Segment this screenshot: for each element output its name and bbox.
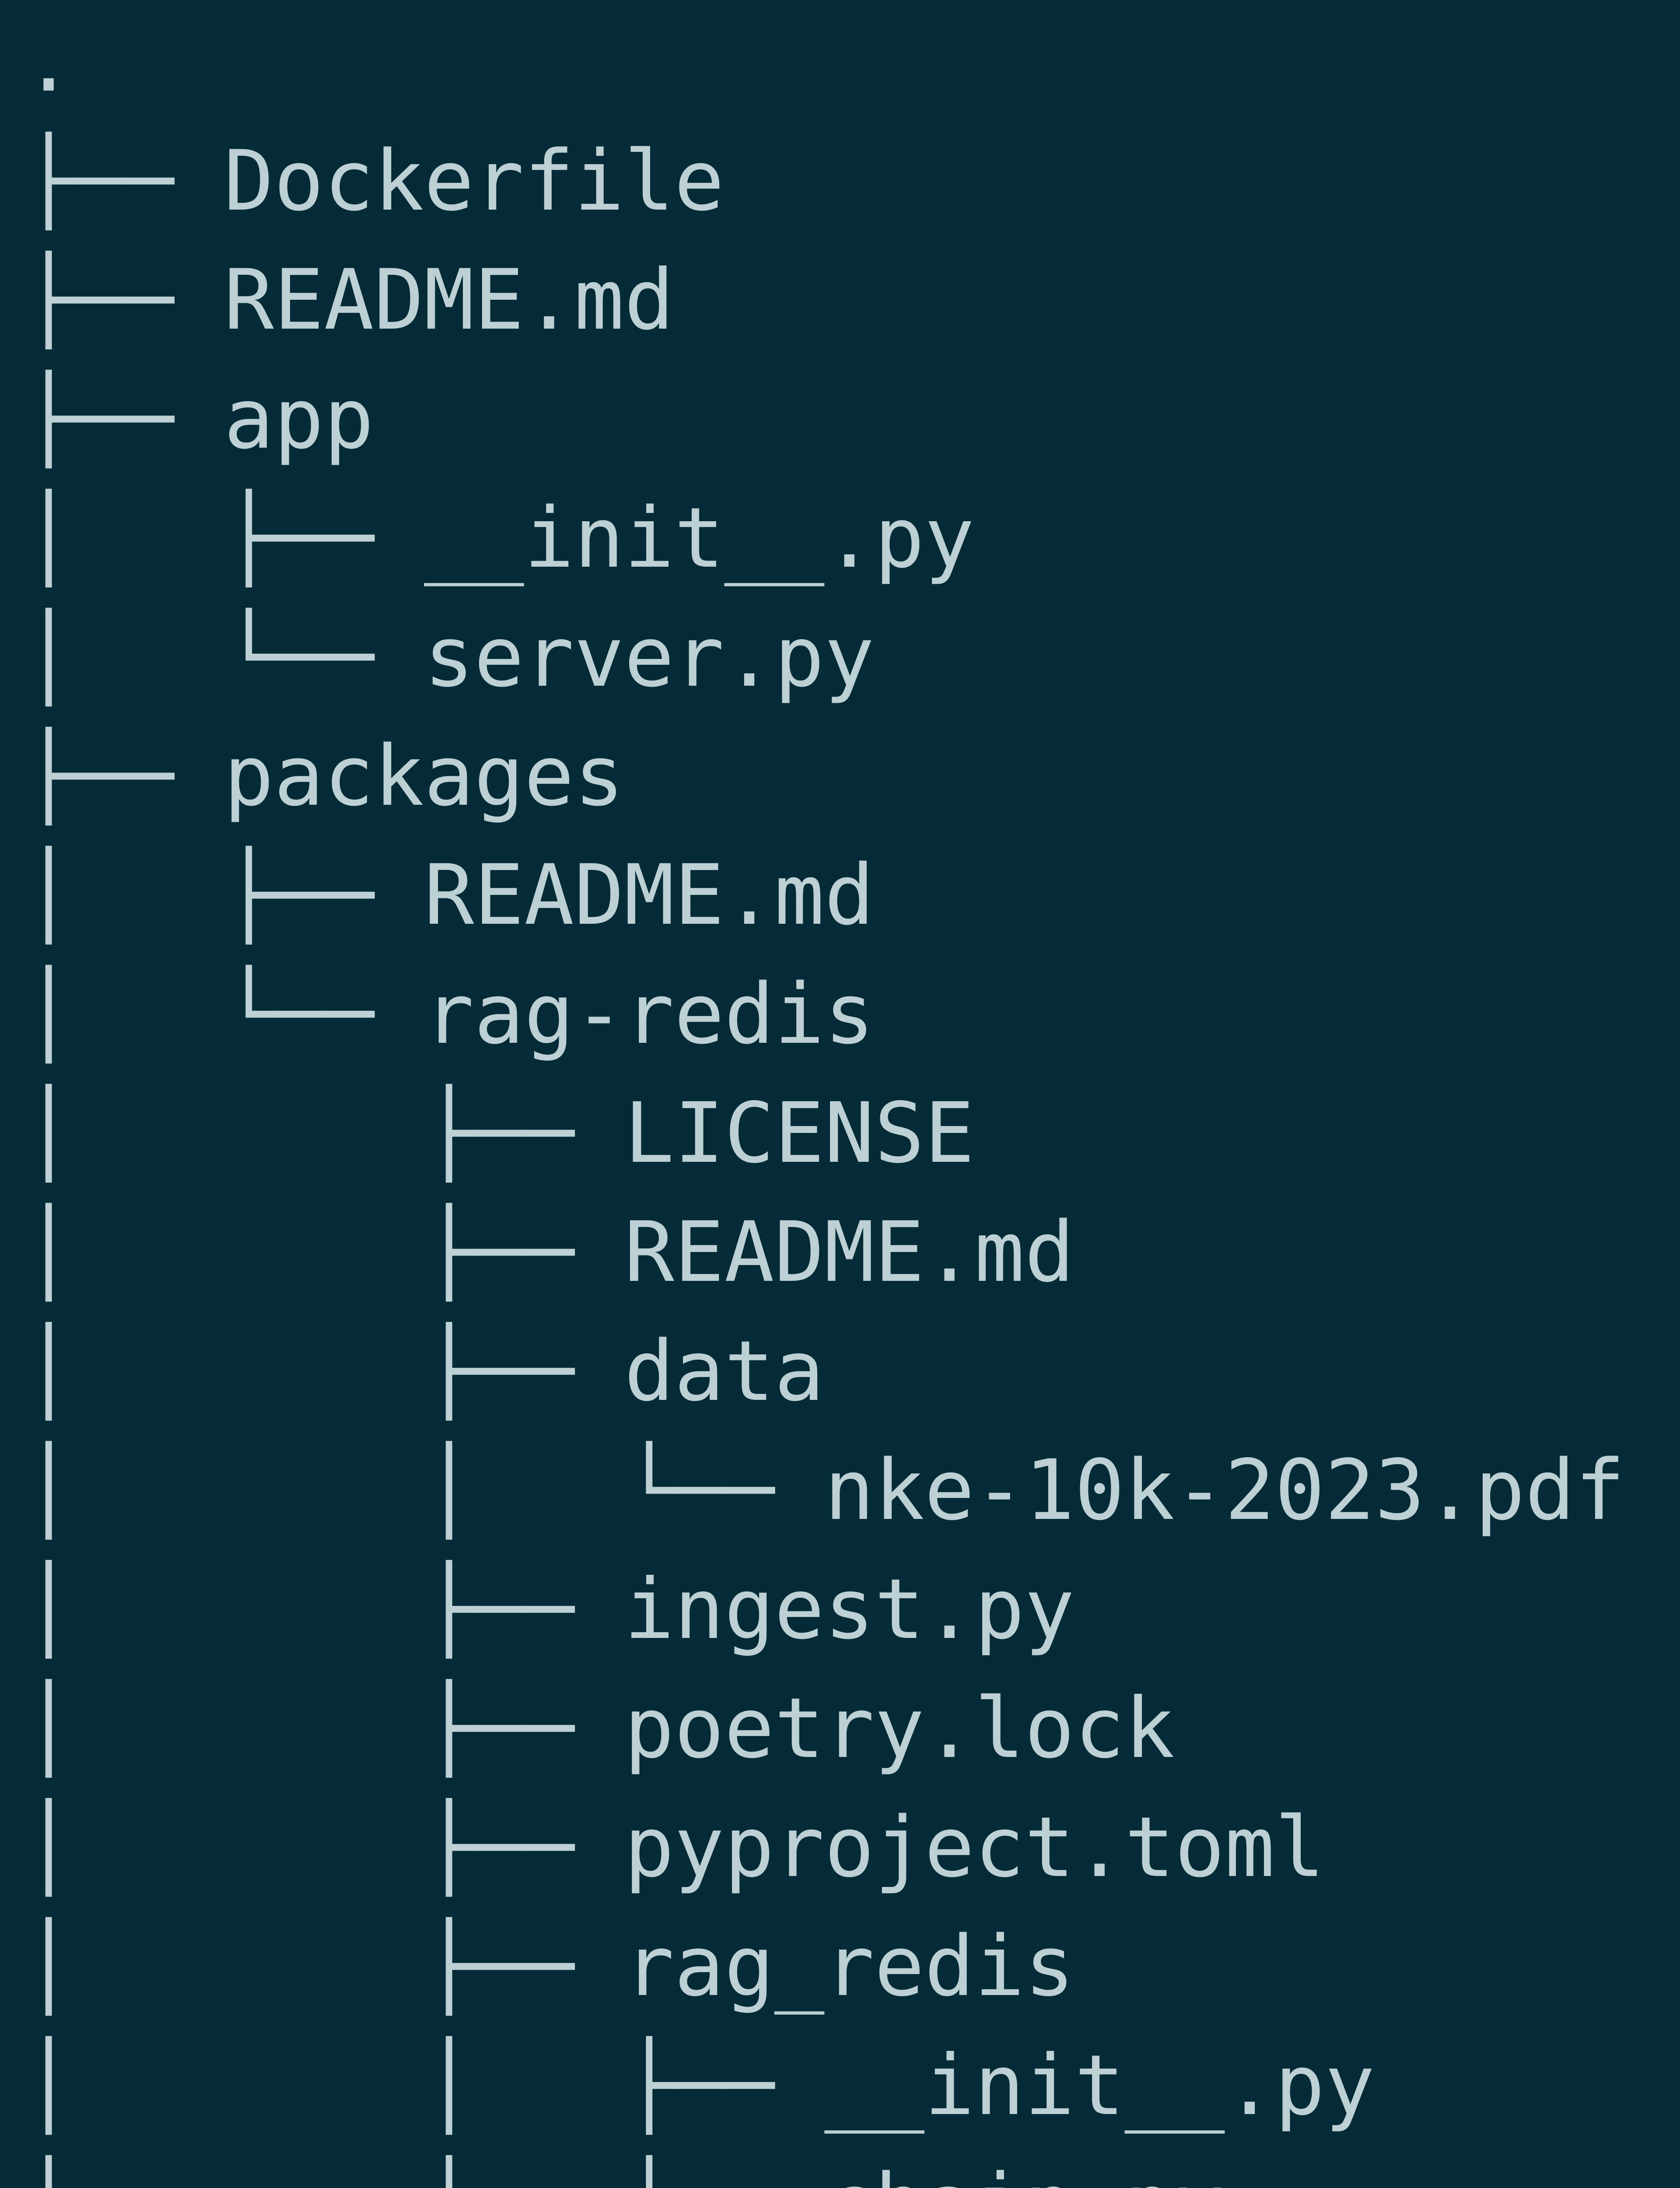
tree-line-rag-redis-pyproject: │ ├── pyproject.toml: [24, 1799, 1325, 1896]
tree-line-license: │ ├── LICENSE: [24, 1085, 975, 1182]
tree-line-poetry-lock: │ ├── poetry.lock: [24, 1680, 1175, 1777]
tree-line-rag-redis-readme: │ ├── README.md: [24, 1204, 1075, 1301]
tree-line-app-server: │ └── server.py: [24, 609, 875, 705]
tree-line-chain: │ │ ├── chain.py: [24, 2145, 1680, 2188]
tree-line-app-init: │ ├── __init__.py: [24, 490, 975, 586]
tree-line-packages-readme: │ ├── README.md: [24, 847, 875, 943]
tree-line-dockerfile: ├── Dockerfile: [24, 133, 724, 229]
tree-line-app: ├── app: [24, 371, 374, 467]
tree-line-ingest: │ ├── ingest.py: [24, 1561, 1075, 1658]
tree-line-pkg-init: │ │ ├── __init__.py: [24, 2037, 1375, 2134]
tree-line-packages: ├── packages: [24, 728, 624, 824]
tree-line-rag-redis: │ └── rag-redis: [24, 966, 875, 1062]
tree-line-readme: ├── README.md: [24, 252, 675, 348]
tree-line-nke-pdf: │ │ └── nke-10k-2023.pdf: [24, 1442, 1625, 1539]
tree-line-rag-redis-pkg: │ ├── rag_redis: [24, 1918, 1075, 2015]
tree-line-data: │ ├── data: [24, 1323, 825, 1420]
tree-line-root: .: [24, 14, 74, 110]
